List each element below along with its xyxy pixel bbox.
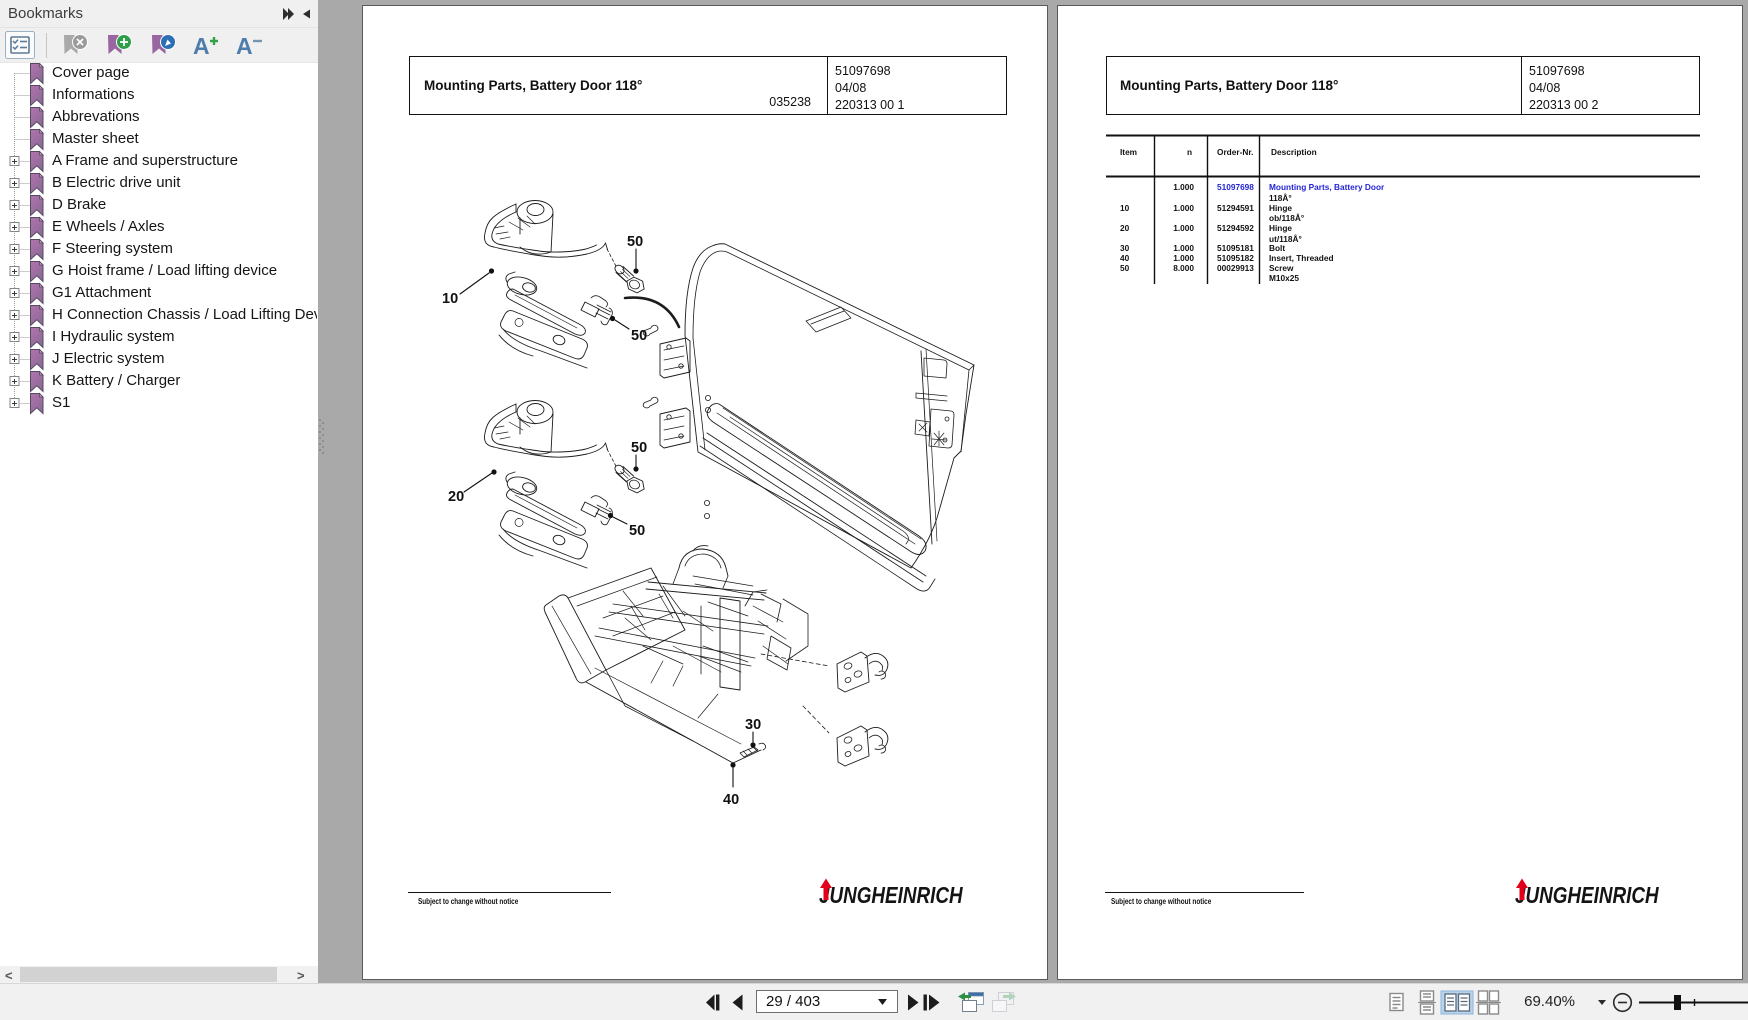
svg-text:A: A [193,33,210,59]
svg-text:50: 50 [631,440,647,456]
svg-text:A: A [236,33,253,59]
svg-text:10: 10 [442,291,458,307]
svg-text:50: 50 [627,234,643,250]
svg-text:30: 30 [745,717,761,733]
svg-text:50: 50 [629,523,645,539]
svg-text:40: 40 [723,792,739,808]
svg-text:50: 50 [631,328,647,344]
svg-text:20: 20 [448,489,464,505]
